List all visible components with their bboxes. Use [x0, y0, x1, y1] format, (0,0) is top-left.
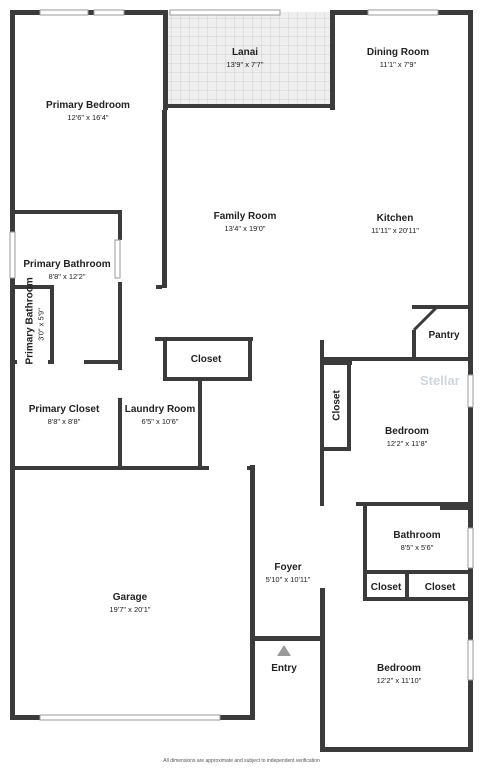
room-name: Bedroom [377, 663, 421, 674]
closet-center-label: Closet [170, 354, 242, 365]
room-dims: 8'8" x 12'2" [48, 272, 86, 281]
room-name: Laundry Room [124, 404, 196, 415]
foyer-label: Foyer 5'10" x 10'11" [250, 562, 326, 584]
disclaimer-text: All dimensions are approximate and subje… [163, 758, 320, 764]
room-dims: 8'8" x 8'8" [47, 417, 81, 426]
room-dims: 11'11" x 20'11" [371, 226, 419, 235]
windows [9, 9, 474, 721]
room-name: Family Room [213, 211, 277, 222]
primary-closet-label: Primary Closet 8'8" x 8'8" [18, 404, 110, 426]
room-dims: 13'4" x 19'0" [224, 224, 266, 233]
room-dims: 12'6" x 16'4" [67, 113, 109, 122]
family-room-label: Family Room 13'4" x 19'0" [200, 211, 290, 233]
room-name: Pantry [428, 330, 460, 341]
pantry-label: Pantry [418, 330, 470, 341]
room-name: Closet [331, 390, 343, 421]
room-name: Primary Bedroom [46, 100, 130, 111]
room-dims: 3'0" x 5'9" [36, 308, 46, 341]
room-name: Dining Room [366, 47, 430, 58]
primary-bedroom-label: Primary Bedroom 12'6" x 16'4" [38, 100, 138, 122]
room-dims: 6'5" x 10'6" [141, 417, 179, 426]
kitchen-label: Kitchen 11'11" x 20'11" [350, 213, 440, 235]
room-name: Bedroom [385, 426, 429, 437]
room-dims: 13'9" x 7'7" [226, 60, 264, 69]
garage-label: Garage 19'7" x 20'1" [85, 592, 175, 614]
room-name: Primary Bathroom [24, 277, 36, 365]
closet-b-label: Closet [412, 582, 468, 593]
room-dims: 12'2" x 11'8" [386, 439, 428, 448]
room-name: Closet [424, 582, 456, 593]
closet-bedroom-label: Closet [332, 376, 343, 436]
room-name: Lanai [231, 47, 259, 58]
dining-room-label: Dining Room 11'1" x 7'9" [353, 47, 443, 69]
entry-arrow-icon [277, 645, 291, 656]
lanai-label: Lanai 13'9" x 7'7" [200, 47, 290, 69]
watermark-logo: Stellar [420, 373, 460, 388]
room-name: Closet [190, 354, 222, 365]
room-dims: 11'1" x 7'9" [379, 60, 417, 69]
room-dims: 12'2" x 11'10" [376, 676, 422, 685]
room-name: Entry [271, 663, 297, 674]
bathroom-label: Bathroom 8'5" x 5'6" [372, 530, 462, 552]
room-dims: 19'7" x 20'1" [109, 605, 151, 614]
entry-label: Entry [264, 663, 304, 674]
bedroom-bottom-label: Bedroom 12'2" x 11'10" [354, 663, 444, 685]
pantry-diagonal-wall [412, 306, 438, 332]
room-name: Bathroom [393, 530, 441, 541]
room-name: Kitchen [376, 213, 414, 224]
room-dims: 8'5" x 5'6" [400, 543, 434, 552]
closet-a-label: Closet [366, 582, 406, 593]
door-openings [17, 284, 359, 593]
room-name: Primary Closet [28, 404, 100, 415]
room-name: Garage [112, 592, 148, 603]
primary-bathroom-label: Primary Bathroom 8'8" x 12'2" [17, 259, 117, 281]
lanai-floor [168, 12, 332, 104]
primary-bathroom-small-label: Primary Bathroom 3'0" x 5'9" [24, 277, 46, 365]
laundry-room-label: Laundry Room 6'5" x 10'6" [120, 404, 200, 426]
room-dims: 5'10" x 10'11" [265, 575, 311, 584]
room-name: Primary Bathroom [23, 259, 111, 270]
bedroom-right-label: Bedroom 12'2" x 11'8" [362, 426, 452, 448]
room-name: Closet [370, 582, 402, 593]
room-name: Foyer [274, 562, 302, 573]
interior-walls [10, 110, 469, 601]
